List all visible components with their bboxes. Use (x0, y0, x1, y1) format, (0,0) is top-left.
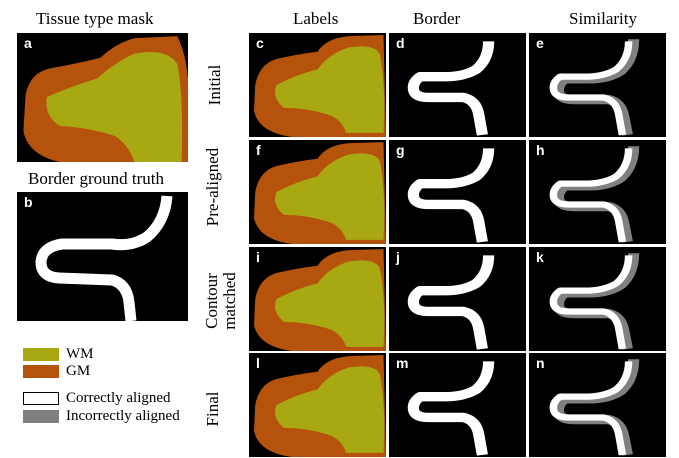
wm-swatch (23, 348, 59, 361)
labels-image (249, 247, 386, 351)
panel-label-d: d (396, 35, 405, 51)
similarity-image (529, 33, 666, 137)
row-label-initial: Initial (205, 64, 224, 106)
panel-l-labels-final: l (249, 353, 386, 457)
panel-label-k: k (536, 249, 544, 265)
panel-label-m: m (396, 355, 409, 371)
panel-e-similarity-initial: e (529, 33, 666, 137)
panel-m-border-final: m (389, 353, 526, 457)
correct-swatch (23, 392, 59, 405)
panel-label-h: h (536, 142, 545, 158)
row-label-prealigned: Pre-aligned (203, 147, 222, 227)
row-label-final: Final (203, 391, 222, 427)
wm-legend-label: WM (66, 346, 94, 362)
panel-i-labels-contour: i (249, 247, 386, 351)
border-header: Border (413, 9, 461, 28)
panel-label-a: a (24, 35, 32, 51)
incorrect-legend-label: Incorrectly aligned (66, 408, 180, 424)
panel-f-labels-prealigned: f (249, 140, 386, 244)
similarity-image (529, 247, 666, 351)
row-label-matched: matched (220, 272, 239, 330)
similarity-header: Similarity (569, 9, 637, 28)
panel-label-g: g (396, 142, 405, 158)
border-image (389, 247, 526, 351)
panel-k-similarity-contour: k (529, 247, 666, 351)
gm-legend-label: GM (66, 363, 91, 379)
border-gt-title: Border ground truth (28, 169, 164, 188)
panel-label-n: n (536, 355, 545, 371)
labels-header: Labels (293, 9, 339, 28)
panel-label-f: f (256, 142, 261, 158)
panel-b-border-gt: b (17, 192, 188, 321)
border-image (389, 353, 526, 457)
row-label-contour-matched: Contour matched (196, 262, 256, 342)
border-gt-image (35, 195, 173, 321)
labels-image (249, 353, 386, 457)
panel-label-j: j (396, 249, 400, 265)
panel-label-c: c (256, 35, 264, 51)
panel-label-l: l (256, 355, 260, 371)
border-image (389, 140, 526, 244)
panel-label-i: i (256, 249, 260, 265)
panel-label-e: e (536, 35, 544, 51)
panel-a-tissue-mask: a (17, 33, 188, 162)
panel-g-border-prealigned: g (389, 140, 526, 244)
similarity-image (529, 353, 666, 457)
correct-legend-label: Correctly aligned (66, 390, 171, 406)
panel-j-border-contour: j (389, 247, 526, 351)
gm-swatch (23, 365, 59, 378)
labels-image (249, 140, 386, 244)
panel-label-b: b (24, 194, 33, 210)
incorrect-swatch (23, 410, 59, 423)
similarity-image (529, 140, 666, 244)
panel-c-labels-initial: c (249, 33, 386, 137)
panel-h-similarity-prealigned: h (529, 140, 666, 244)
row-label-contour: Contour (202, 273, 221, 329)
tissue-mask-image (17, 33, 188, 162)
border-image (389, 33, 526, 137)
tissue-mask-title: Tissue type mask (36, 9, 154, 28)
labels-image (249, 33, 386, 137)
panel-d-border-initial: d (389, 33, 526, 137)
panel-n-similarity-final: n (529, 353, 666, 457)
